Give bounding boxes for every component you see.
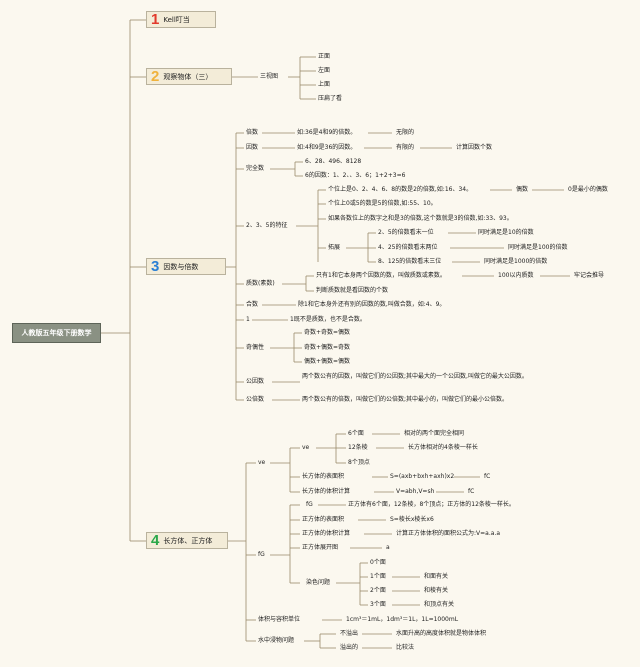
node-gbs: 公倍数: [246, 396, 265, 403]
node-ve-faces-note: 相对的两个面完全相同: [404, 430, 465, 437]
node-beishu: 倍数: [246, 129, 259, 136]
node-even: 偶数: [516, 186, 529, 193]
node-paint-1: 1个面: [370, 573, 386, 580]
node-three-views: 三视图: [260, 73, 279, 80]
node-beishu-note: 无限的: [396, 129, 415, 136]
node-ve-vertices: 8个顶点: [348, 459, 370, 466]
node-water-r2-note: 比较法: [396, 644, 415, 651]
node-ve: ve: [258, 459, 266, 466]
branch-2-label: 观察物体（三）: [163, 72, 213, 81]
node-heshu: 合数: [246, 301, 259, 308]
node-one-def: 1既不是质数，也不是合数。: [290, 316, 366, 323]
node-yinshu-desc: 如:4和9是36的因数。: [297, 144, 357, 151]
node-view-flatten: 压扁了看: [318, 95, 343, 102]
node-zhishu-remember: 牢记会推导: [574, 272, 605, 279]
node-wanquan-example: 6的因数：1、2、、3、6；1+2+3=6: [305, 172, 406, 179]
node-heshu-def: 除1和它本身外还有别的因数的数,叫做合数，如:4、9。: [298, 301, 446, 308]
node-ve-volume-formula: V=abh,V=sh: [396, 488, 435, 495]
node-fg-sub: fG: [306, 501, 313, 508]
node-fg-volume-formula: 计算正方体体积的面积公式为:V=a.a.a: [396, 530, 500, 537]
branch-1-number: 1: [151, 11, 160, 28]
node-ve-area-formula: S=(axb+bxh+axh)x2: [390, 473, 455, 480]
node-zhishu-within: 100以内质数: [498, 272, 534, 279]
node-zhishu-def: 只有1和它本身两个因数的数，叫做质数或素数。: [316, 272, 446, 279]
node-tezheng-three: 如果各数位上的数字之和是3的倍数,这个数就是3的倍数,如:33、93。: [328, 215, 513, 222]
root-node: 人教版五年级下册数学: [12, 323, 101, 343]
node-fg-area-formula: S=棱长x棱长x6: [390, 516, 434, 523]
node-even-note: 0是最小的偶数: [568, 186, 608, 193]
node-gys: 公因数: [246, 378, 265, 385]
node-paint-2: 2个面: [370, 587, 386, 594]
branch-4: 4 长方体、正方体: [146, 532, 228, 549]
node-water: 水中浸物问题: [258, 637, 295, 644]
node-ext2: 4、25的倍数看末两位: [378, 244, 438, 251]
node-ext1-note: 同时满足是10的倍数: [478, 229, 534, 236]
node-tezheng-two: 个位上是0、2、4、6、8的数是2的倍数,如:16、34。: [328, 186, 473, 193]
node-ve-area: 长方体的表面积: [302, 473, 345, 480]
node-ext2-note: 同时满足是100的倍数: [508, 244, 568, 251]
node-paint: 染色问题: [306, 579, 331, 586]
node-water-r1: 不溢出: [340, 630, 359, 637]
node-ve-volume-note: fC: [468, 488, 475, 495]
branch-1-label: Kell叮当: [163, 15, 190, 24]
node-beishu-desc: 如:36是4和9的倍数。: [297, 129, 357, 136]
node-fg-net-note: a: [386, 544, 390, 551]
node-paint-2-note: 和棱有关: [424, 587, 449, 594]
branch-1: 1 Kell叮当: [146, 11, 216, 28]
node-view-top: 上面: [318, 81, 331, 88]
node-wanquan: 完全数: [246, 165, 265, 172]
node-fg-net: 正方体展开图: [302, 544, 339, 551]
node-view-front: 正面: [318, 53, 331, 60]
node-fg-desc: 正方体有6个面，12条棱，8个顶点；正方体的12条棱一样长。: [348, 501, 515, 508]
node-yinshu: 因数: [246, 144, 259, 151]
node-gys-def: 两个数公有的因数，叫做它们的公因数;其中最大的一个公因数,叫做它的最大公因数。: [302, 373, 528, 380]
branch-2: 2 观察物体（三）: [146, 68, 232, 85]
node-ve-faces: 6个面: [348, 430, 364, 437]
branch-3: 3 因数与倍数: [146, 258, 226, 275]
node-ext3: 8、125的倍数看末三位: [378, 258, 442, 265]
node-ve-area-note: fC: [484, 473, 491, 480]
node-ve-edges: 12条棱: [348, 444, 368, 451]
node-parity-r2: 奇数+偶数=奇数: [304, 344, 351, 351]
node-paint-3: 3个面: [370, 601, 386, 608]
branch-4-label: 长方体、正方体: [163, 536, 213, 545]
node-tezheng-five: 个位上0或5的数是5的倍数,如:55、10。: [328, 200, 437, 207]
node-tuozhan: 拓展: [328, 244, 341, 251]
node-fg-volume: 正方体的体积计算: [302, 530, 351, 537]
node-parity-r1: 奇数+奇数=偶数: [304, 329, 351, 336]
node-ext1: 2、5的倍数看末一位: [378, 229, 434, 236]
node-view-left: 左面: [318, 67, 331, 74]
node-ve-edges-note: 长方体相对的4条棱一样长: [408, 444, 478, 451]
node-wanquan-list: 6、28、496、8128: [305, 158, 362, 165]
node-parity: 奇偶性: [246, 344, 265, 351]
node-zhishu-judge: 判断质数就是看因数的个数: [316, 287, 389, 294]
branch-3-number: 3: [151, 258, 160, 275]
node-water-r1-note: 水面升高的高度体积就是物体体积: [396, 630, 487, 637]
node-fg: fG: [258, 551, 265, 558]
node-ve-volume: 长方体的体积计算: [302, 488, 351, 495]
node-paint-1-note: 和面有关: [424, 573, 449, 580]
node-water-r2: 溢出的: [340, 644, 359, 651]
node-one: 1: [246, 316, 250, 323]
node-units: 体积与容积单位: [258, 616, 301, 623]
branch-2-number: 2: [151, 68, 160, 85]
node-gbs-def: 两个数公有的倍数，叫做它们的公倍数;其中最小的，叫做它们的最小公倍数。: [302, 396, 509, 403]
node-parity-r3: 偶数+偶数=偶数: [304, 358, 351, 365]
node-ve-sub: ve: [302, 444, 310, 451]
node-paint-3-note: 和顶点有关: [424, 601, 455, 608]
node-fg-area: 正方体的表面积: [302, 516, 345, 523]
node-tezheng: 2、3、5的特征: [246, 222, 288, 229]
node-ext3-note: 同时满足是1000的倍数: [484, 258, 548, 265]
node-paint-0: 0个面: [370, 559, 386, 566]
branch-4-number: 4: [151, 532, 160, 549]
node-yinshu-note: 有限的: [396, 144, 415, 151]
branch-3-label: 因数与倍数: [163, 262, 199, 271]
node-zhishu: 质数(素数): [246, 280, 275, 287]
node-yinshu-extra: 计算因数个数: [456, 144, 493, 151]
node-units-def: 1cm³＝1mL，1dm³＝1L，1L=1000mL: [346, 616, 459, 623]
